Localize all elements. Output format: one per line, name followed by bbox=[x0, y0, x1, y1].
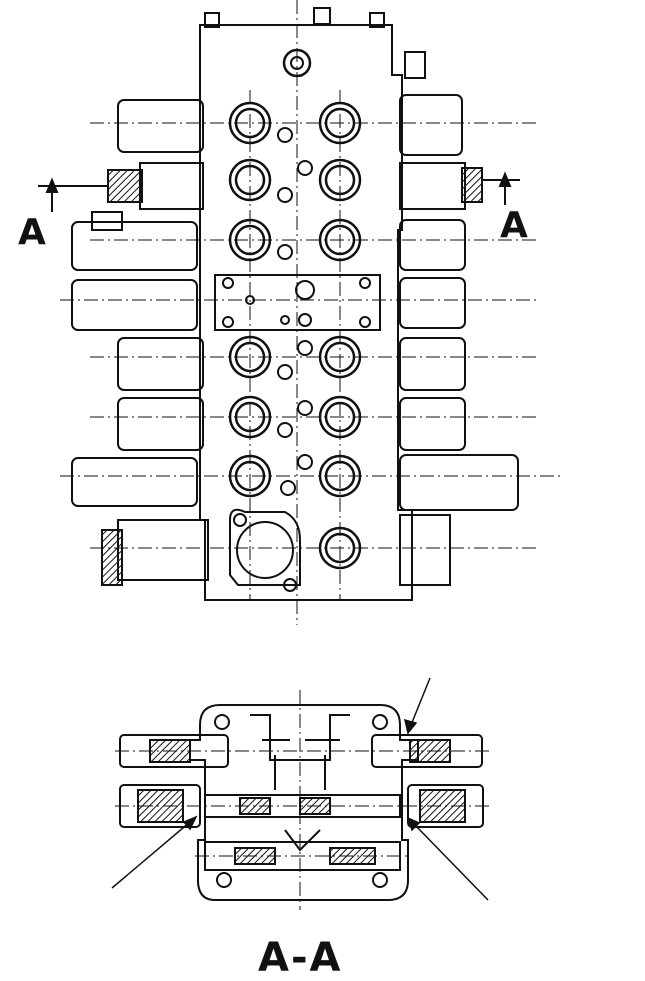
section-housing bbox=[189, 704, 419, 901]
left-actuators bbox=[71, 99, 209, 586]
valve-top-view bbox=[71, 7, 519, 601]
pilot-ports bbox=[277, 127, 313, 496]
right-actuators bbox=[399, 94, 519, 586]
section-centre-lines bbox=[115, 690, 490, 910]
leader-lines bbox=[111, 677, 489, 901]
top-bolts bbox=[204, 7, 426, 79]
section-title: A-A bbox=[258, 935, 343, 981]
section-cut-markers bbox=[38, 171, 520, 212]
section-label-right: A bbox=[500, 205, 528, 246]
section-label-left: A bbox=[18, 212, 46, 253]
section-view bbox=[119, 704, 484, 901]
centre-lines bbox=[60, 0, 560, 625]
bottom-flange bbox=[229, 508, 301, 592]
